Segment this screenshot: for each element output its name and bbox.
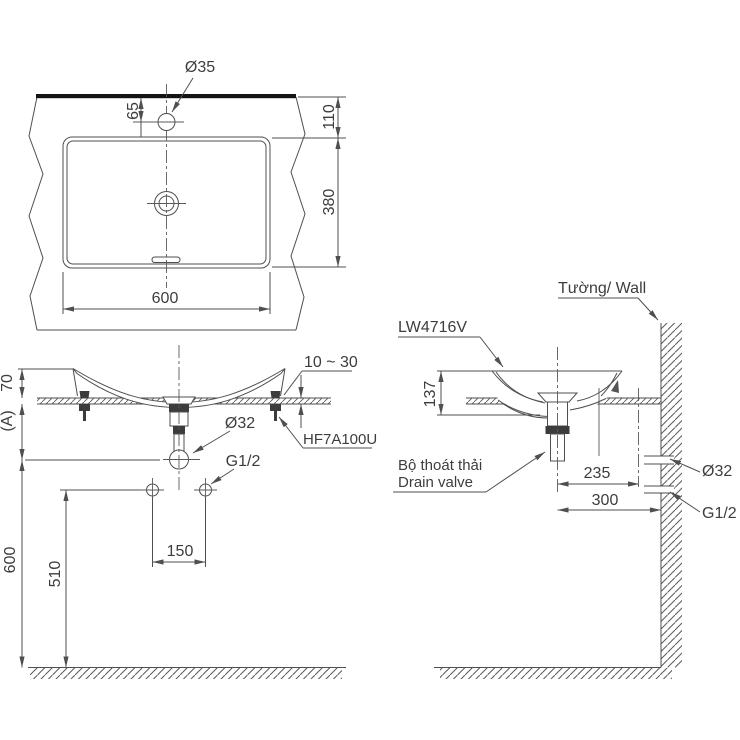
dim-300-label: 300 <box>592 492 619 509</box>
dim-137-label: 137 <box>422 381 439 408</box>
dim-150: 150 <box>152 497 206 567</box>
side-elevation-view: 137 LW4716V Tường/ Wall Bộ thoát thải Dr… <box>393 280 737 679</box>
faucet-hole-dia: Ø35 <box>171 59 215 113</box>
dim-380-label: 380 <box>321 189 338 216</box>
side-floor <box>434 667 672 679</box>
front-floor <box>28 667 346 679</box>
drain-valve-callout: Bộ thoát thải Drain valve <box>393 451 546 493</box>
front-supply-thread: G1/2 <box>210 453 261 485</box>
side-supply-thread-label: G1/2 <box>702 505 737 522</box>
wall <box>660 323 682 668</box>
plan-drain <box>147 191 186 216</box>
faucet-hole <box>133 113 184 131</box>
side-drain-dia-callout: Ø32 <box>669 458 732 480</box>
front-drain-dia: Ø32 <box>192 415 255 454</box>
dim-65-label: 65 <box>125 102 142 120</box>
counter-back-edge <box>36 94 296 99</box>
fitting-code-label: HF7A100U <box>303 431 377 448</box>
wall-label: Tường/ Wall <box>558 280 646 297</box>
dim-137: 137 <box>422 370 540 416</box>
front-sink-bowl <box>72 368 286 409</box>
plan-view: 65 Ø35 600 110 380 <box>28 59 346 331</box>
dim-110-380: 110 380 <box>272 96 346 268</box>
front-drain-dia-label: Ø32 <box>225 415 255 432</box>
dim-110-label: 110 <box>321 104 338 130</box>
model-code: LW4716V <box>398 319 504 368</box>
drain-valve-label-vi: Bộ thoát thải <box>398 457 482 474</box>
dim-counter-thickness: 10 ~ 30 <box>283 354 358 428</box>
mounting-bolt-left <box>79 391 90 421</box>
drain-valve-label-en: Drain valve <box>398 474 473 491</box>
front-supply-thread-label: G1/2 <box>226 453 261 470</box>
model-code-label: LW4716V <box>398 319 467 336</box>
dim-counter-thickness-label: 10 ~ 30 <box>304 354 358 371</box>
front-elevation-view: 70 (A) 600 510 <box>0 345 377 679</box>
dim-600-height-label: 600 <box>2 547 19 574</box>
dim-70-label: 70 <box>0 374 16 392</box>
dim-70: 70 <box>0 368 73 398</box>
mounting-bolt-right <box>270 391 281 421</box>
plan-break-lines <box>28 96 306 331</box>
dim-65: 65 <box>125 98 144 137</box>
dim-510: 510 <box>47 489 146 668</box>
wall-drain-stub <box>644 455 674 465</box>
supply-hole-right <box>194 478 217 502</box>
dim-510-label: 510 <box>47 561 64 588</box>
side-bowl-fin <box>611 380 619 393</box>
side-drain-dia-label: Ø32 <box>702 463 732 480</box>
dim-300: 300 <box>557 492 661 513</box>
dim-600-width: 600 <box>62 272 271 314</box>
dim-150-label: 150 <box>167 543 194 560</box>
dim-600-width-label: 600 <box>152 290 179 307</box>
side-supply-thread-callout: G1/2 <box>669 491 737 522</box>
wall-supply-stub <box>644 485 674 494</box>
fitting-code: HF7A100U <box>278 416 377 449</box>
dim-235: 235 <box>557 465 639 487</box>
faucet-hole-dia-label: Ø35 <box>185 59 215 76</box>
dim-235-label: 235 <box>584 465 611 482</box>
overflow-slot <box>151 256 181 263</box>
wall-callout: Tường/ Wall <box>558 280 659 321</box>
dim-A-label: (A) <box>0 410 16 431</box>
dim-A: (A) <box>0 404 25 460</box>
dim-600-height: 600 <box>2 460 25 668</box>
